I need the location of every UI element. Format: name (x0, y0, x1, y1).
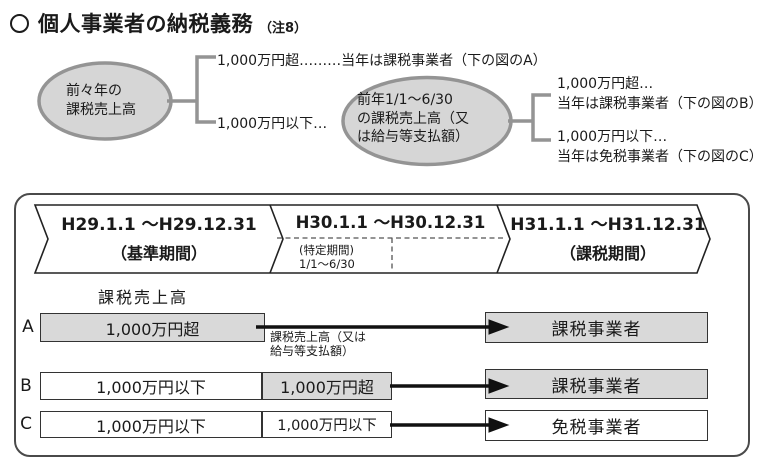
row-c-special-cell: 1,000万円以下 (262, 411, 392, 438)
branch2-under-10m: 1,000万円以下… 当年は免税事業者（下の図のC） (557, 129, 763, 165)
node-prev2-label: 前々年の 課税売上高 (66, 83, 136, 118)
branch2-over-10m: 1,000万円超… 当年は課税事業者（下の図のB） (557, 76, 763, 112)
row-a-key: A (22, 317, 34, 337)
page-title: 個人事業者の納税義務 （注8） (10, 8, 307, 38)
branch-under-10m: 1,000万円以下… (217, 116, 328, 132)
period-2-range: H30.1.1 ～H30.12.31 (295, 213, 486, 232)
row-b-base-cell: 1,000万円以下 (40, 372, 262, 400)
bracket-2 (508, 93, 551, 142)
node-prev1-label: 前年1/1～6/30 の課税売上高（又 は給与等支払額） (357, 92, 469, 145)
row-c-key: C (20, 414, 32, 434)
sales-amount-label: 課税売上高 (98, 288, 189, 307)
period-3-range: H31.1.1 ～H31.12.31 (510, 215, 706, 235)
period-1-label: （基準期間） (110, 244, 207, 263)
row-b-result-cell: 課税事業者 (485, 369, 708, 399)
branch-over-10m: 1,000万円超………当年は課税事業者（下の図のA） (217, 53, 547, 69)
row-c-base-cell: 1,000万円以下 (40, 411, 262, 438)
circle-bullet-icon (10, 13, 29, 33)
period-2-special-range: 1/1～6/30 (299, 257, 355, 271)
period-1-range: H29.1.1 ～H29.12.31 (61, 215, 257, 235)
bracket-1 (167, 55, 216, 124)
title-note: （注8） (259, 20, 308, 36)
period-3-label: （課税期間） (559, 244, 656, 263)
sales-or-salary-label: 課税売上高（又は 給与等支払額） (270, 330, 367, 358)
title-text: 個人事業者の納税義務 (38, 12, 253, 36)
row-c-result-cell: 免税事業者 (485, 410, 708, 441)
row-a-base-cell: 1,000万円超 (40, 313, 265, 342)
row-b-key: B (20, 376, 32, 396)
row-a-result-cell: 課税事業者 (485, 312, 708, 343)
row-b-special-cell: 1,000万円超 (262, 372, 392, 400)
